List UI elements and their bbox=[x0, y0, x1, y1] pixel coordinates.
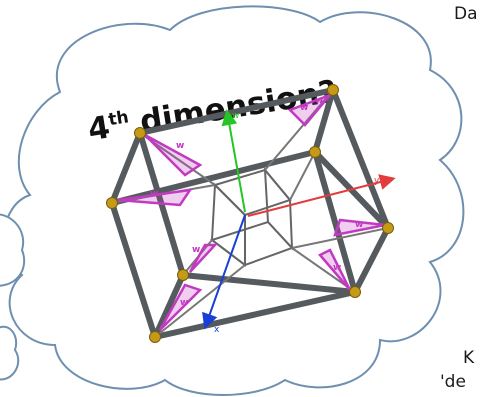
side-text-bottom-1: K bbox=[463, 348, 475, 368]
side-text-bottom-2: 'de bbox=[440, 372, 466, 392]
axis-w-label: w bbox=[232, 111, 239, 121]
side-text-top: Da bbox=[454, 4, 478, 24]
vertex-label-w4: w bbox=[192, 245, 200, 255]
vertex-label-w5: w bbox=[180, 298, 188, 308]
vertex-label-w2: w bbox=[300, 103, 308, 113]
thought-cloud bbox=[3, 5, 465, 396]
vertex-label-w3: w bbox=[150, 189, 158, 199]
axis-y-label: y bbox=[374, 176, 380, 186]
vertex-label-w8: w bbox=[315, 96, 323, 106]
axis-x-blue bbox=[202, 214, 246, 330]
vertex-label-w7: w bbox=[355, 220, 363, 230]
joints bbox=[106, 84, 394, 343]
w-edges bbox=[117, 92, 386, 331]
title-superscript: th bbox=[107, 107, 130, 130]
axis-x-label: x bbox=[214, 325, 220, 335]
small-cloud bbox=[0, 213, 26, 287]
small-cloud-lower bbox=[0, 325, 20, 381]
outer-cube bbox=[109, 87, 391, 340]
vertex-label-w1: w bbox=[176, 141, 184, 151]
axis-y-red bbox=[247, 174, 396, 217]
vertex-label-w6: w bbox=[333, 263, 341, 273]
axis-w-green bbox=[221, 109, 246, 213]
